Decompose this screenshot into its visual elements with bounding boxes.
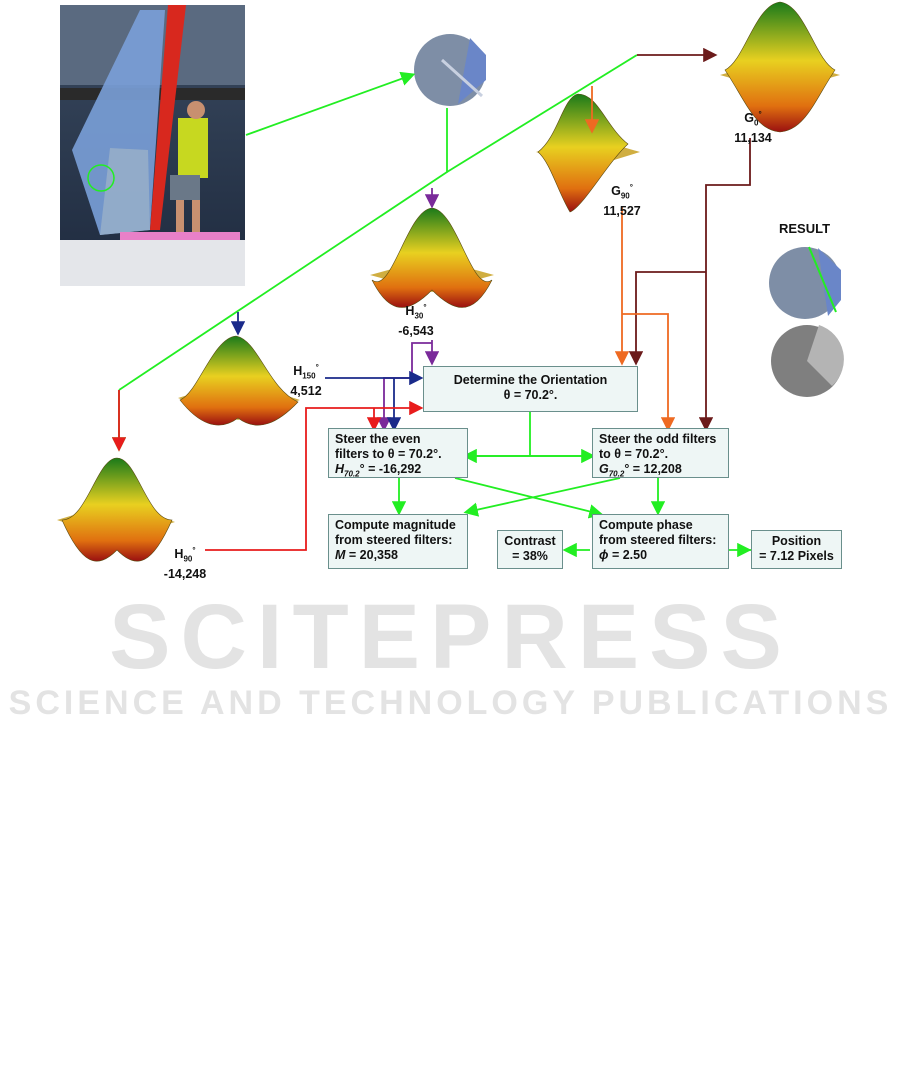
label-h30-name: H xyxy=(405,304,415,319)
label-g90-sub: 90 xyxy=(620,191,630,201)
magnitude-line1: Compute magnitude xyxy=(335,518,456,532)
phase-line2: from steered filters: xyxy=(599,533,717,547)
surface-g0 xyxy=(720,1,840,133)
steer-odd-sub: 70.2 xyxy=(608,469,625,479)
steer-odd-line2: to θ = 70.2°. xyxy=(599,447,669,461)
phase-line1: Compute phase xyxy=(599,518,693,532)
connectors-red xyxy=(111,390,424,551)
windsurfer-photo xyxy=(60,5,245,286)
label-h90-name: H xyxy=(174,547,184,562)
label-h90: H90° -14,248 xyxy=(155,543,215,582)
label-g90-name: G xyxy=(611,184,621,199)
box-compute-phase: Compute phase from steered filters: ϕ = … xyxy=(592,514,729,569)
phase-var: ϕ xyxy=(599,548,609,562)
surface-g90 xyxy=(536,93,640,213)
box-steer-even: Steer the even filters to θ = 70.2°. H70… xyxy=(328,428,468,479)
label-h30-deg: ° xyxy=(423,303,427,312)
label-h150-deg: ° xyxy=(315,363,319,372)
label-h30-sub: 30 xyxy=(414,311,424,321)
label-g0: G0° 11,134 xyxy=(728,107,778,146)
steer-even-rest: ° = -16,292 xyxy=(359,462,422,476)
steer-odd-rest: ° = 12,208 xyxy=(624,462,682,476)
label-g90-value: 11,527 xyxy=(603,203,641,218)
watermark-subtitle: SCIENCE AND TECHNOLOGY PUBLICATIONS xyxy=(8,684,893,722)
label-g0-value: 11,134 xyxy=(734,130,772,145)
label-g90: G90° 11,527 xyxy=(592,180,652,219)
surface-h90 xyxy=(57,457,175,562)
surface-h150 xyxy=(178,335,300,426)
steer-odd-line1: Steer the odd filters xyxy=(599,432,717,446)
orientation-line2: θ = 70.2°. xyxy=(503,388,558,402)
label-h150-sub: 150 xyxy=(302,371,316,381)
label-h90-sub: 90 xyxy=(183,554,193,564)
connectors-orange xyxy=(584,86,676,432)
connectors-green xyxy=(111,54,758,558)
box-steer-odd: Steer the odd filters to θ = 70.2°. G70.… xyxy=(592,428,729,479)
connectors-navy xyxy=(230,312,424,432)
label-h90-deg: ° xyxy=(192,546,196,555)
result-pie xyxy=(771,325,844,397)
contrast-line2: = 38% xyxy=(512,549,548,563)
position-line1: Position xyxy=(771,534,822,548)
result-title: RESULT xyxy=(779,221,831,236)
steer-even-line1: Steer the even xyxy=(335,432,421,446)
steer-even-line2: filters to θ = 70.2°. xyxy=(335,447,442,461)
position-line2: = 7.12 Pixels xyxy=(759,549,834,563)
label-h30: H30° -6,543 xyxy=(388,300,444,339)
magnitude-rest: = 20,358 xyxy=(345,548,398,562)
box-position: Position = 7.12 Pixels xyxy=(751,530,842,569)
box-contrast: Contrast = 38% xyxy=(497,530,563,569)
label-h150-name: H xyxy=(293,364,303,379)
magnitude-line2: from steered filters: xyxy=(335,533,453,547)
box-compute-magnitude: Compute magnitude from steered filters: … xyxy=(328,514,468,569)
connectors-darkred xyxy=(628,47,751,432)
contrast-line1: Contrast xyxy=(504,534,556,548)
label-h150: H150° 4,512 xyxy=(280,360,332,399)
zoomed-patch xyxy=(414,34,486,106)
orientation-line1: Determine the Orientation xyxy=(453,373,608,387)
steer-even-var: H xyxy=(335,462,345,476)
label-g0-deg: ° xyxy=(758,110,762,119)
label-g90-deg: ° xyxy=(629,183,633,192)
label-g0-name: G xyxy=(744,111,755,126)
label-h30-value: -6,543 xyxy=(398,323,434,338)
steer-odd-var: G xyxy=(599,462,609,476)
label-g0-sub: 0 xyxy=(754,118,759,128)
steer-even-sub: 70.2 xyxy=(344,469,360,479)
surface-h30 xyxy=(370,207,494,308)
box-determine-orientation: Determine the Orientation θ = 70.2°. xyxy=(423,366,638,412)
phase-rest: = 2.50 xyxy=(608,548,648,562)
magnitude-var: M xyxy=(335,548,346,562)
label-h90-value: -14,248 xyxy=(163,566,207,581)
result-patch xyxy=(769,246,841,319)
watermark-title: SCITEPRESS xyxy=(109,586,792,688)
label-h150-value: 4,512 xyxy=(290,383,322,398)
